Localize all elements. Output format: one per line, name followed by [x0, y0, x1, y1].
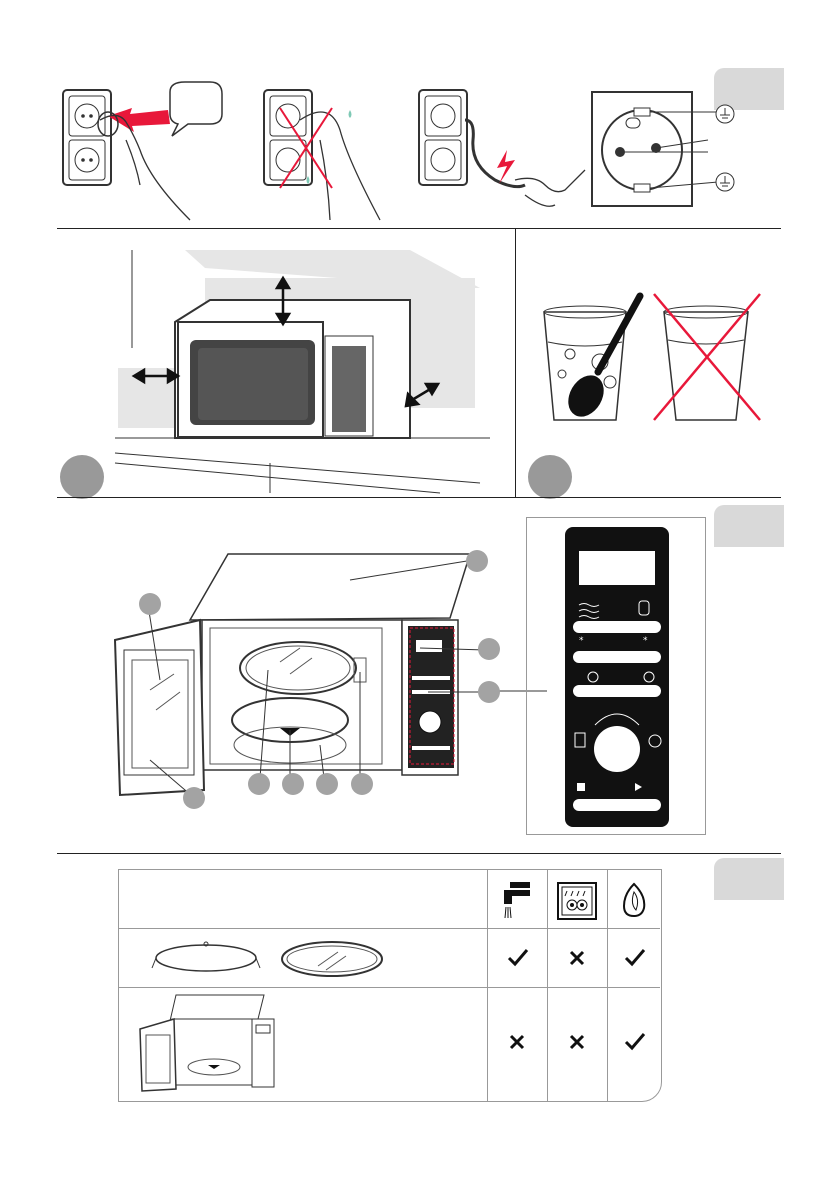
section-2-marker-right [528, 455, 572, 499]
dial-icon[interactable] [594, 726, 640, 772]
button-defrost[interactable] [573, 651, 661, 663]
section-vertical-divider [515, 229, 516, 497]
turntable-ring-and-glass-plate [150, 938, 390, 980]
boiling-water-spoon-illustration [540, 292, 770, 432]
earth-ground-icon [716, 105, 734, 123]
part-marker-glass-plate [248, 773, 270, 795]
care-table-col-line-1 [487, 869, 488, 1101]
part-marker-coupler [282, 773, 304, 795]
mark-cross-dishwasher-row1 [569, 950, 585, 966]
microwave-clearance-illustration [110, 248, 490, 493]
part-marker-door-latch [183, 787, 205, 809]
earth-ground-icon [716, 173, 734, 191]
water-drop-icon [307, 110, 352, 184]
tap-water-icon [500, 880, 534, 920]
plug-icon [98, 112, 118, 136]
glass-icon [664, 312, 748, 420]
soft-cloth-icon [620, 882, 648, 918]
care-table-col-line-2 [547, 869, 548, 1101]
part-marker-waveguide-cover [351, 773, 373, 795]
button-timer[interactable] [573, 685, 661, 697]
section-divider-2 [57, 497, 781, 498]
mark-check-tap-row1 [507, 948, 529, 966]
lightning-icon [497, 150, 515, 184]
section-tab-2 [714, 505, 784, 547]
dishwasher-icon [557, 882, 597, 920]
part-marker-display [478, 638, 500, 660]
care-table-col-line-3 [607, 869, 608, 1101]
section-divider-1 [57, 228, 781, 229]
mark-cross-tap-row2 [509, 1034, 525, 1050]
button-start-stop[interactable] [573, 799, 661, 811]
part-marker-housing [466, 550, 488, 572]
button-microwave[interactable] [573, 621, 661, 633]
cord-pull-warning-illustration [415, 80, 585, 220]
part-marker-roller-ring [316, 773, 338, 795]
microwave-interior [134, 993, 284, 1093]
svg-text:*: * [579, 636, 584, 646]
wet-hands-warning-illustration [260, 80, 390, 220]
care-table-row-line-2 [118, 987, 660, 988]
mark-cross-dishwasher-row2 [569, 1034, 585, 1050]
mark-check-cloth-row1 [624, 948, 646, 966]
hand-icon [515, 170, 585, 206]
part-marker-door-window [139, 593, 161, 615]
display-window [579, 551, 655, 585]
control-panel-icon: * * [565, 527, 669, 827]
care-table-row-line-1 [118, 928, 660, 929]
speech-bubble [170, 82, 222, 136]
section-tab-3 [714, 858, 784, 900]
earthed-socket-illustration [590, 90, 740, 210]
section-2-marker-left [60, 455, 104, 499]
microwave-parts-illustration [110, 550, 470, 805]
plug-insert-illustration [60, 80, 220, 220]
section-divider-3 [57, 853, 781, 854]
svg-text:*: * [643, 636, 648, 646]
mark-check-cloth-row2 [624, 1032, 646, 1050]
part-marker-control-panel [478, 681, 500, 703]
